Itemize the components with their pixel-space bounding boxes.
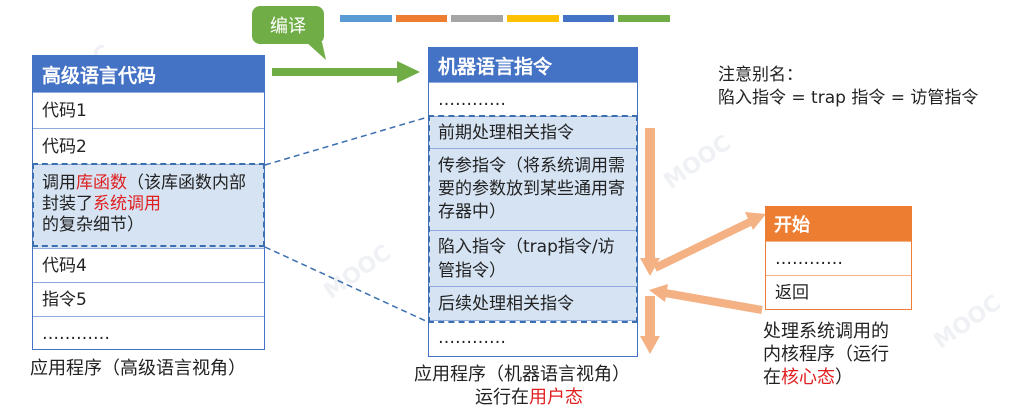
row-label: 前期处理相关指令	[438, 122, 574, 143]
list-item: 前期处理相关指令	[429, 116, 637, 148]
compile-label: 编译	[270, 16, 306, 37]
library-call-row: 调用库函数（该库函数内部封装了系统调用的复杂细节）	[33, 164, 264, 248]
list-item: …………	[766, 241, 911, 275]
row-label: …………	[775, 248, 843, 269]
list-item: …………	[429, 82, 637, 116]
library-function-text: 库函数	[76, 173, 127, 193]
kernel-start-label: 开始	[774, 215, 810, 236]
row-label: 后续处理相关指令	[438, 293, 574, 314]
table-header: 机器语言指令	[429, 48, 637, 82]
machine-instructions-title: 机器语言指令	[438, 55, 553, 78]
machine-instructions-table: 机器语言指令 ………… 前期处理相关指令 传参指令（将系统调用需要的参数放到某些…	[428, 47, 638, 357]
compile-bubble: 编译	[252, 6, 324, 44]
table-header: 开始	[766, 207, 911, 241]
row-label: 指令5	[42, 289, 87, 310]
list-item: …………	[429, 320, 637, 354]
user-mode-caption: 运行在用户态	[475, 386, 583, 409]
app-high-level-caption: 应用程序（高级语言视角）	[30, 358, 246, 379]
color-strip-segment	[395, 15, 448, 22]
caption-text: 运行在	[475, 387, 529, 408]
list-item: 代码4	[33, 248, 264, 282]
row-label: 代码2	[42, 136, 87, 157]
color-strip-segment	[451, 15, 504, 22]
list-item: 代码1	[33, 92, 264, 128]
row-label: 陷入指令（trap指令/访管指令）	[438, 237, 615, 281]
row-label: 代码1	[42, 100, 87, 121]
color-strip-segment	[562, 15, 615, 22]
row-label: 代码4	[42, 255, 87, 276]
list-item: 代码2	[33, 128, 264, 164]
kernel-caption: 处理系统调用的 内核程序（运行 在核心态）	[763, 320, 889, 389]
caption-text: 内核程序（运行	[763, 344, 889, 365]
kernel-mode-text: 核心态	[781, 367, 835, 388]
color-strip-segment	[507, 15, 559, 22]
app-machine-caption: 应用程序（机器语言视角）	[414, 364, 630, 385]
note-title: 注意别名：	[718, 65, 803, 85]
call-text: 调用	[42, 173, 76, 193]
row-label: …………	[42, 323, 110, 344]
user-mode-text: 用户态	[529, 387, 583, 408]
list-item: 返回	[766, 275, 911, 309]
library-call-highlight-border	[32, 163, 265, 247]
caption-text: ）	[835, 367, 853, 388]
color-strip-segment	[340, 15, 392, 22]
row-label: …………	[438, 89, 506, 110]
table-header: 高级语言代码	[33, 56, 264, 92]
kernel-return-label: 返回	[775, 282, 809, 303]
kernel-program-table: 开始 ………… 返回	[765, 206, 912, 310]
caption-text: 处理系统调用的	[763, 321, 889, 342]
call-text: 的复杂细节）	[42, 215, 144, 235]
list-item: …………	[33, 316, 264, 350]
caption-text: 在	[763, 367, 781, 388]
color-strip-segment	[618, 15, 671, 22]
syscall-instructions-highlight-border	[428, 115, 638, 323]
color-strip	[340, 15, 671, 22]
high-level-code-title: 高级语言代码	[42, 64, 157, 87]
system-call-text: 系统调用	[93, 194, 161, 214]
list-item: 传参指令（将系统调用需要的参数放到某些通用寄存器中）	[429, 148, 637, 230]
row-label: 传参指令（将系统调用需要的参数放到某些通用寄存器中）	[438, 156, 625, 222]
bubble-tail	[306, 42, 326, 60]
row-label: …………	[438, 327, 506, 348]
trap-instruction-row: 陷入指令（trap指令/访管指令）	[429, 230, 637, 286]
alias-note: 注意别名： 陷入指令 = trap 指令 = 访管指令	[718, 64, 978, 110]
list-item: 后续处理相关指令	[429, 286, 637, 320]
high-level-code-table: 高级语言代码 代码1 代码2 调用库函数（该库函数内部封装了系统调用的复杂细节）…	[32, 55, 265, 350]
call-text: （该库函数内部封装了	[42, 173, 246, 214]
compile-arrow	[272, 61, 420, 83]
list-item: 指令5	[33, 282, 264, 316]
note-text: 陷入指令 = trap 指令 = 访管指令	[718, 88, 979, 108]
